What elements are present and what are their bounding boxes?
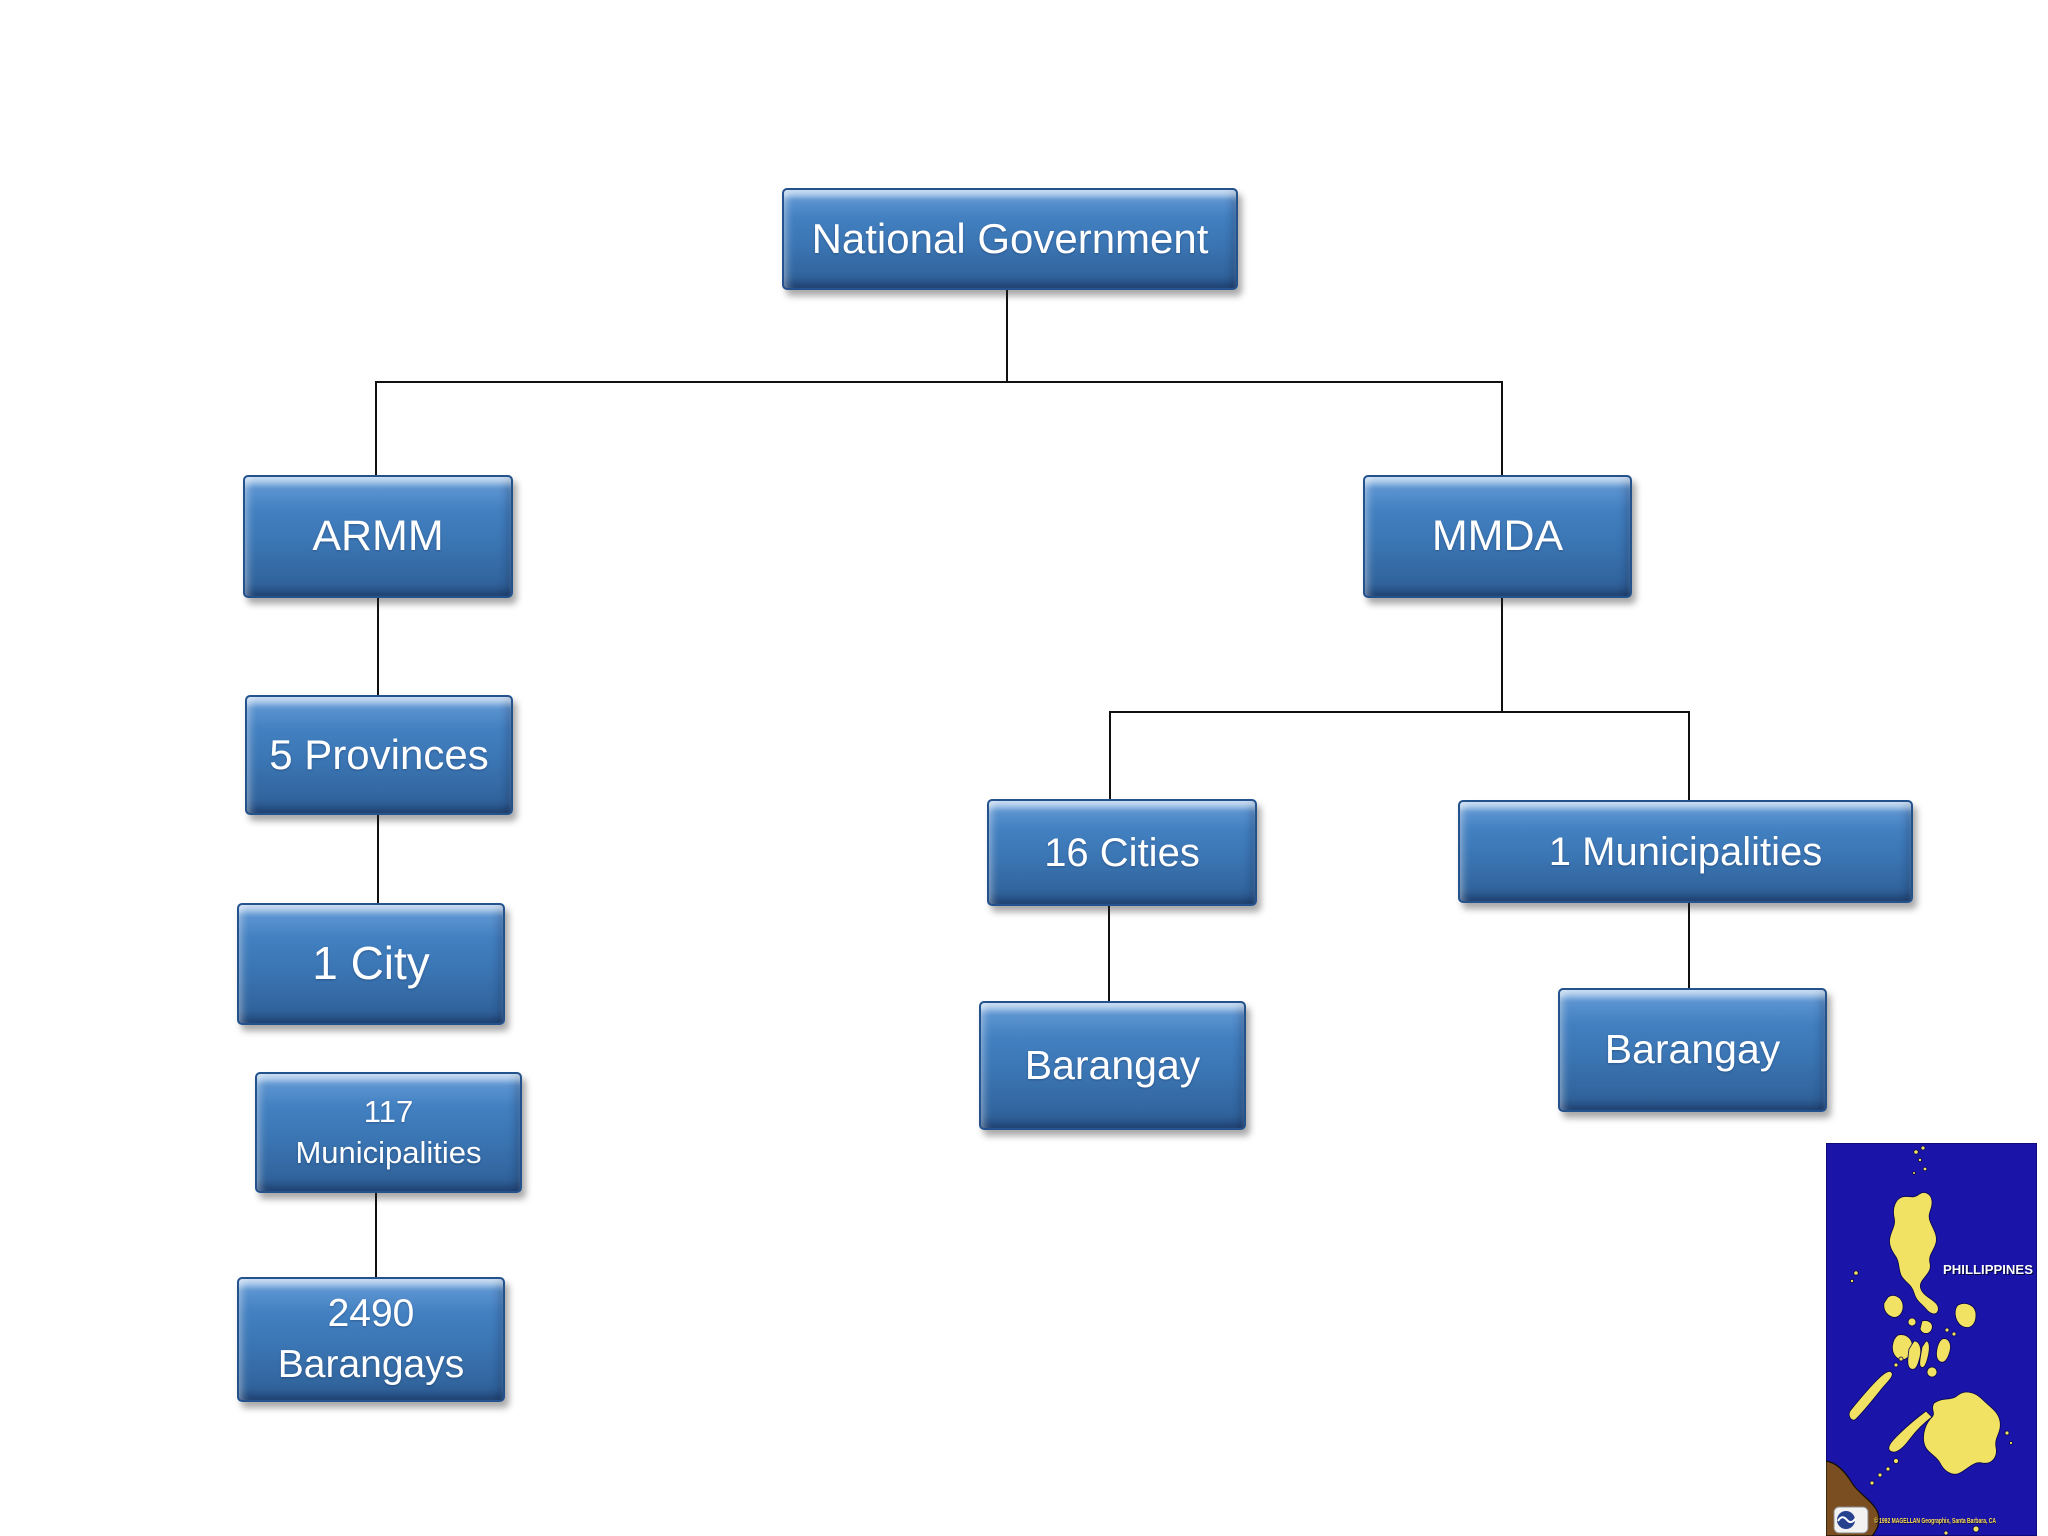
philippines-map-image: PHILLIPPINES PHILLIPPINES © 1992 MAGELLA…	[1826, 1143, 2037, 1536]
node-mmda-label: MMDA	[1431, 511, 1564, 560]
map-copyright-shadow: © 1992 MAGELLAN Geographix, Santa Barbar…	[1875, 1517, 1997, 1526]
node-barangay-under-cities-label: Barangay	[1024, 1041, 1201, 1088]
connector-cities-barangay	[1108, 906, 1110, 1003]
connector-national-drop	[1006, 290, 1008, 383]
map-title: PHILLIPPINES	[1943, 1262, 2033, 1277]
node-national-government-label: National Government	[811, 214, 1209, 262]
philippines-map: PHILLIPPINES PHILLIPPINES © 1992 MAGELLA…	[1826, 1143, 2037, 1536]
connector-to-cities	[1109, 711, 1111, 799]
node-117-municipalities-line2: Municipalities	[295, 1134, 482, 1170]
node-16-cities-label: 16 Cities	[1044, 830, 1200, 875]
map-sea	[1826, 1143, 2037, 1536]
node-1-city-label: 1 City	[312, 937, 430, 990]
connector-rail-top	[375, 381, 1503, 383]
connector-mmda-drop	[1501, 598, 1503, 713]
node-16-cities: 16 Cities	[987, 799, 1257, 906]
connector-muni1-barangay	[1688, 903, 1690, 990]
node-1-municipalities-label: 1 Municipalities	[1548, 829, 1823, 874]
connector-provinces-city	[377, 815, 379, 905]
node-barangay-under-municipalities-label: Barangay	[1604, 1026, 1781, 1073]
node-1-city: 1 City	[237, 903, 505, 1025]
map-title-shadow: PHILLIPPINES	[1944, 1263, 2034, 1278]
connector-to-mmda	[1501, 381, 1503, 477]
node-barangay-under-municipalities: Barangay	[1558, 988, 1827, 1112]
map-copyright: © 1992 MAGELLAN Geographix, Santa Barbar…	[1874, 1516, 1996, 1525]
connector-muni-barangays	[375, 1193, 377, 1288]
node-1-municipalities: 1 Municipalities	[1458, 800, 1913, 903]
connector-rail-mmda	[1109, 711, 1690, 713]
map-islands	[1848, 1145, 2013, 1536]
magellan-logo	[1833, 1506, 1869, 1534]
node-5-provinces: 5 Provinces	[245, 695, 513, 815]
node-barangay-under-cities: Barangay	[979, 1001, 1246, 1130]
node-armm: ARMM	[243, 475, 513, 598]
node-national-government: National Government	[782, 188, 1238, 290]
node-117-municipalities-line1: 117	[363, 1094, 414, 1130]
node-2490-barangays: 2490 Barangays	[237, 1277, 505, 1402]
node-117-municipalities: 117 Municipalities	[255, 1072, 522, 1193]
node-2490-barangays-line2: Barangays	[277, 1342, 465, 1386]
node-armm-label: ARMM	[312, 511, 444, 560]
node-2490-barangays-line1: 2490	[327, 1291, 415, 1335]
connector-to-municipal	[1688, 711, 1690, 800]
node-mmda: MMDA	[1363, 475, 1632, 598]
node-5-provinces-label: 5 Provinces	[269, 730, 489, 778]
connector-to-armm	[375, 381, 377, 477]
connector-armm-provinces	[377, 598, 379, 697]
